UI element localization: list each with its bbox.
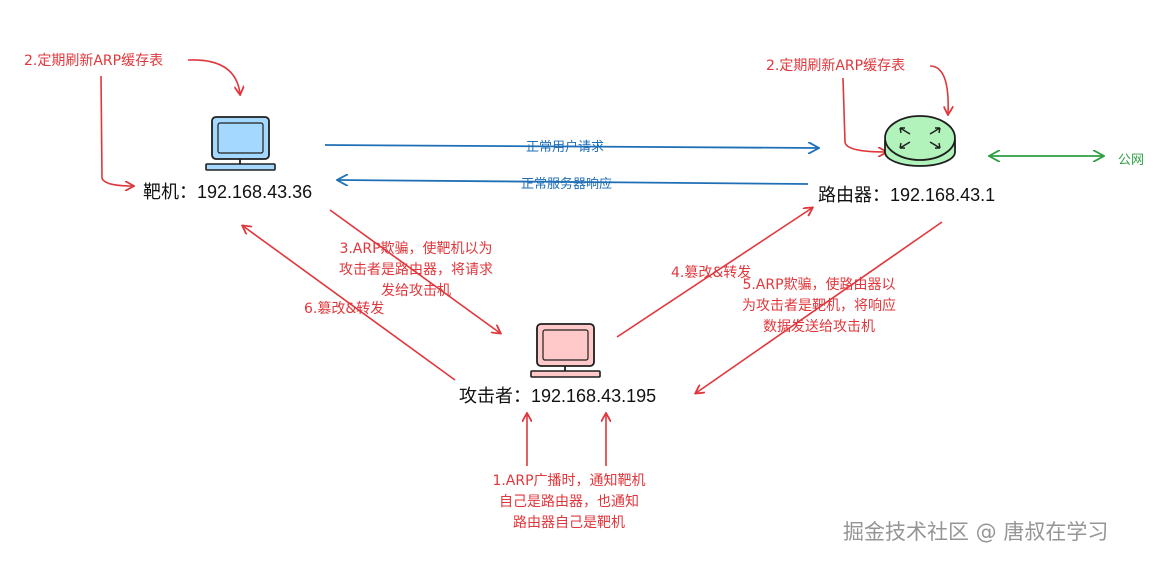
router-label: 路由器：192.168.43.1 [818, 185, 996, 205]
step1-label: 1.ARP广播时，通知靶机 自己是路由器，也通知 路由器自己是靶机 [474, 471, 664, 534]
attacker-label: 攻击者：192.168.43.195 [459, 386, 657, 406]
normal-request-label: 正常用户请求 [526, 140, 605, 155]
target-label: 靶机：192.168.43.36 [143, 182, 313, 202]
refresh-router-label: 2.定期刷新ARP缓存表 [766, 58, 906, 74]
target-computer-icon [205, 116, 276, 171]
step1-line-1: 1.ARP广播时，通知靶机 [492, 473, 646, 489]
step5-arrow [696, 221, 943, 393]
attacker-computer-icon [530, 323, 601, 378]
refresh-target-arrow-1 [187, 59, 240, 94]
watermark: 掘金技术社区 @ 唐叔在学习 [843, 520, 1109, 544]
step3-line-3: 发给攻击机 [381, 283, 451, 299]
step3-line-1: 3.ARP欺骗，使靶机以为 [339, 241, 493, 257]
normal-response-arrow [338, 180, 809, 184]
step1-line-2: 自己是路由器，也通知 [499, 494, 639, 510]
internet-label: 公网 [1118, 153, 1145, 168]
normal-response-label: 正常服务器响应 [521, 177, 613, 192]
refresh-router-arrow-2 [842, 77, 886, 152]
step5-line-2: 为攻击者是靶机，将响应 [742, 298, 896, 314]
refresh-target-arrow-2 [100, 75, 133, 186]
normal-request-arrow [324, 145, 818, 148]
step1-line-3: 路由器自己是靶机 [513, 515, 625, 531]
router-icon [884, 115, 956, 167]
step3-line-2: 攻击者是路由器，将请求 [339, 262, 493, 278]
step6-label: 6.篡改&转发 [304, 301, 385, 317]
step3-arrow [329, 209, 500, 333]
step5-label: 5.ARP欺骗，使路由器以 为攻击者是靶机，将响应 数据发送给攻击机 [726, 275, 912, 338]
refresh-router-arrow-1 [929, 65, 948, 114]
step3-label: 3.ARP欺骗，使靶机以为 攻击者是路由器，将请求 发给攻击机 [324, 239, 508, 302]
step5-line-1: 5.ARP欺骗，使路由器以 [742, 277, 896, 293]
step5-line-3: 数据发送给攻击机 [763, 319, 875, 335]
step4-arrow [616, 208, 812, 338]
step6-arrow [243, 226, 456, 381]
refresh-target-label: 2.定期刷新ARP缓存表 [24, 53, 164, 69]
step4-label: 4.篡改&转发 [671, 265, 752, 281]
